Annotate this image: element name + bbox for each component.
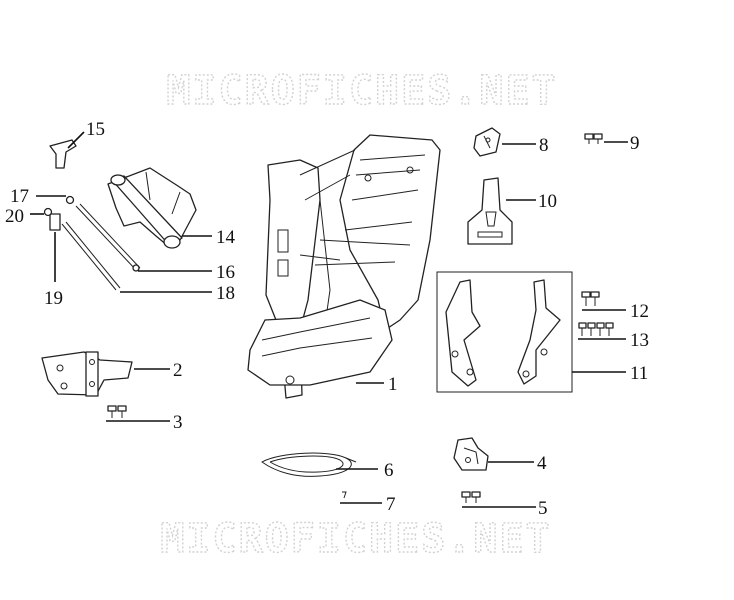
callout-8: 8 — [539, 135, 549, 156]
part-20-fitting — [43, 207, 53, 217]
callouts: 1 2 3 4 5 6 7 8 9 10 11 12 13 14 15 16 1… — [5, 119, 649, 519]
part-9-bolts — [584, 133, 603, 144]
callout-20: 20 — [5, 206, 24, 227]
callout-16: 16 — [216, 262, 235, 283]
part-2-bracket-plate — [41, 351, 133, 397]
callout-7: 7 — [386, 494, 396, 515]
callout-10: 10 — [538, 191, 557, 212]
callout-3: 3 — [173, 412, 183, 433]
callout-11: 11 — [630, 363, 648, 384]
callout-19: 19 — [44, 288, 63, 309]
part-10-plate — [467, 177, 513, 245]
part-17-rod-end — [65, 195, 75, 205]
part-13-bolts — [578, 322, 614, 336]
part-4-small-bracket — [453, 437, 489, 471]
callout-9: 9 — [630, 133, 640, 154]
callout-12: 12 — [630, 301, 649, 322]
callout-4: 4 — [537, 453, 547, 474]
callout-17: 17 — [10, 186, 29, 207]
callout-1: 1 — [388, 374, 398, 395]
callout-5: 5 — [538, 498, 548, 519]
part-7-clip — [342, 491, 347, 499]
part-12-bolts — [581, 291, 600, 306]
part-18-rod — [61, 221, 121, 291]
callout-18: 18 — [216, 283, 235, 304]
watermark-top: MICROFICHES.NET — [166, 68, 557, 114]
part-14-tube-bracket — [107, 167, 197, 249]
callout-13: 13 — [630, 330, 649, 351]
part-8-plate — [473, 127, 501, 157]
part-11-bracket-set — [436, 271, 573, 393]
part-1-main-frame — [247, 134, 441, 399]
callout-6: 6 — [384, 460, 394, 481]
callout-14: 14 — [216, 227, 236, 248]
leader-lines — [30, 131, 628, 508]
callout-15: 15 — [86, 119, 105, 140]
part-6-cable — [261, 452, 357, 477]
callout-2: 2 — [173, 360, 183, 381]
part-3-bolts — [107, 405, 127, 418]
part-16-rod — [75, 203, 141, 272]
watermark-bottom: MICROFICHES.NET — [160, 516, 551, 562]
part-5-bolts — [461, 491, 481, 503]
part-19-pin — [49, 213, 61, 231]
